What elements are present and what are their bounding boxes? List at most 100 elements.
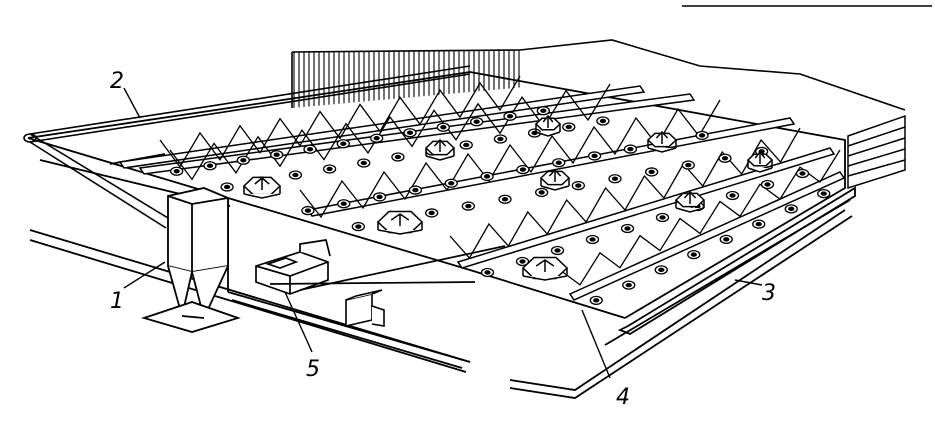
feeder-center <box>501 196 509 202</box>
feeder-center <box>306 146 314 152</box>
feeder-center <box>788 206 795 212</box>
hex-drinker-base <box>675 200 705 213</box>
feeder-center <box>698 133 706 138</box>
cable-run <box>159 75 521 169</box>
callout-5: 5 <box>306 357 320 382</box>
feeder-center <box>721 155 729 161</box>
hex-drinker-top <box>548 168 562 182</box>
cable-run <box>559 149 841 286</box>
feeder-center <box>764 182 771 187</box>
feeder-center <box>591 153 598 159</box>
feeder-center <box>240 157 247 163</box>
feeder-center <box>575 183 582 188</box>
feeder-center <box>273 152 280 157</box>
feeder-center <box>723 237 730 242</box>
feeder-center <box>304 208 312 213</box>
feeder-center <box>394 154 402 160</box>
hex-drinker-top <box>542 114 554 128</box>
feeder-center <box>448 180 455 186</box>
feeder-center <box>206 163 214 168</box>
feeder-center <box>599 118 607 124</box>
feeder-center <box>690 252 697 257</box>
hex-drinker-base <box>377 222 423 235</box>
hex-drinker-base <box>647 140 677 153</box>
feeder-center <box>360 160 367 166</box>
feeder-center <box>565 124 572 130</box>
hex-drinker-base <box>535 124 561 137</box>
trough-bar <box>456 147 836 269</box>
feeder-center <box>473 119 480 125</box>
feeder-center <box>326 166 333 172</box>
hex-drinker-top <box>254 177 270 190</box>
right-building-edge <box>847 114 906 190</box>
feeder-center <box>340 201 347 206</box>
feeder-center <box>538 190 545 195</box>
feeder-center <box>624 226 631 231</box>
hex-drinker-base <box>747 160 773 173</box>
feeder-center <box>506 114 514 119</box>
hex-drinkers <box>242 114 774 281</box>
feeder-center <box>611 176 619 181</box>
feeder-center <box>173 168 180 174</box>
feeder-center <box>589 237 596 242</box>
callout-4: 4 <box>616 385 630 410</box>
supply-conveyor <box>23 65 471 229</box>
feeder-center <box>625 282 632 288</box>
feeder-center <box>799 171 806 176</box>
drive-motor <box>345 289 385 328</box>
hex-drinker-base <box>425 148 455 161</box>
feeder-center <box>355 224 362 229</box>
back-wall-hatching <box>293 50 520 108</box>
callout-1: 1 <box>110 289 124 314</box>
hex-drinker-base <box>540 178 570 191</box>
feeder-center <box>428 210 435 216</box>
feeder-center <box>223 184 231 190</box>
feeder-center <box>465 203 472 209</box>
trough-bar <box>568 171 846 301</box>
feeder-center <box>685 162 692 168</box>
hex-drinker-base <box>522 268 568 281</box>
callout-3: 3 <box>762 281 776 306</box>
feeder-center <box>555 160 562 165</box>
feeder-center <box>755 221 762 227</box>
feeder-center <box>658 267 665 273</box>
feeder-center <box>519 259 526 264</box>
feeder-center <box>373 135 380 141</box>
feeder-center <box>627 146 634 152</box>
feeder-center <box>483 174 491 179</box>
feeder-center <box>406 130 414 135</box>
cable-run <box>299 99 721 219</box>
feeder-center <box>340 141 347 146</box>
feeder-center <box>659 215 666 220</box>
callout-2: 2 <box>110 69 124 94</box>
leader-lines <box>123 87 763 379</box>
hex-drinker-top <box>754 150 766 164</box>
hex-drinker-top <box>433 138 447 152</box>
round-feeders <box>170 106 831 306</box>
feeder-center <box>412 187 419 193</box>
feeder-center <box>497 136 504 142</box>
feed-hopper <box>140 187 241 333</box>
feeder-center <box>519 167 527 172</box>
feeder-center <box>463 142 470 148</box>
hex-drinker-top <box>390 213 410 226</box>
feeder-center <box>440 125 447 130</box>
trough-bar <box>138 93 696 175</box>
hex-drinker-top <box>535 259 555 272</box>
feeder-center <box>820 191 827 196</box>
cable-run <box>449 127 801 260</box>
feeder-center <box>292 172 299 178</box>
hex-drinker-top <box>683 190 697 204</box>
feeder-center <box>648 169 655 175</box>
feeder-center <box>376 194 383 200</box>
hex-drinker-base <box>243 186 281 199</box>
floor-outline <box>27 71 856 399</box>
feeder-center <box>593 298 600 303</box>
feeder-center <box>540 108 547 114</box>
distribution-unit <box>255 239 506 295</box>
feeder-center <box>554 248 561 253</box>
feeder-center <box>484 270 491 275</box>
feeder-center <box>729 193 736 198</box>
hex-drinker-top <box>655 130 669 144</box>
